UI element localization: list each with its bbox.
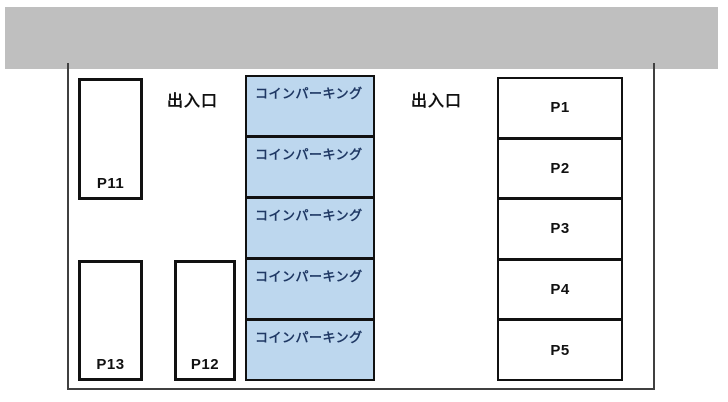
coin-parking-column: コインパーキング コインパーキング コインパーキング コインパーキング コインパ… [245,75,375,381]
lot-boundary [67,63,655,390]
stall-p11-label: P11 [96,175,125,192]
right-stall-column: P1 P2 P3 P4 P5 [497,77,623,381]
coin-parking-cell-5: コインパーキング [247,321,373,379]
coin-parking-cell-4: コインパーキング [247,260,373,321]
stall-p12-label: P12 [190,356,220,373]
stall-p13: P13 [78,260,143,381]
coin-parking-cell-2: コインパーキング [247,138,373,199]
entrance-exit-label-right: 出入口 [411,93,463,110]
stall-p12: P12 [174,260,236,381]
entrance-exit-label-left: 出入口 [167,93,219,110]
road-strip [5,7,718,69]
stall-p13-label: P13 [96,356,125,373]
stall-p11: P11 [78,78,143,200]
stall-p4: P4 [499,260,621,322]
stall-p2: P2 [499,139,621,201]
stall-p3: P3 [499,200,621,261]
stall-p1: P1 [499,79,621,140]
coin-parking-cell-1: コインパーキング [247,77,373,138]
coin-parking-cell-3: コインパーキング [247,199,373,260]
stall-p5: P5 [499,321,621,379]
